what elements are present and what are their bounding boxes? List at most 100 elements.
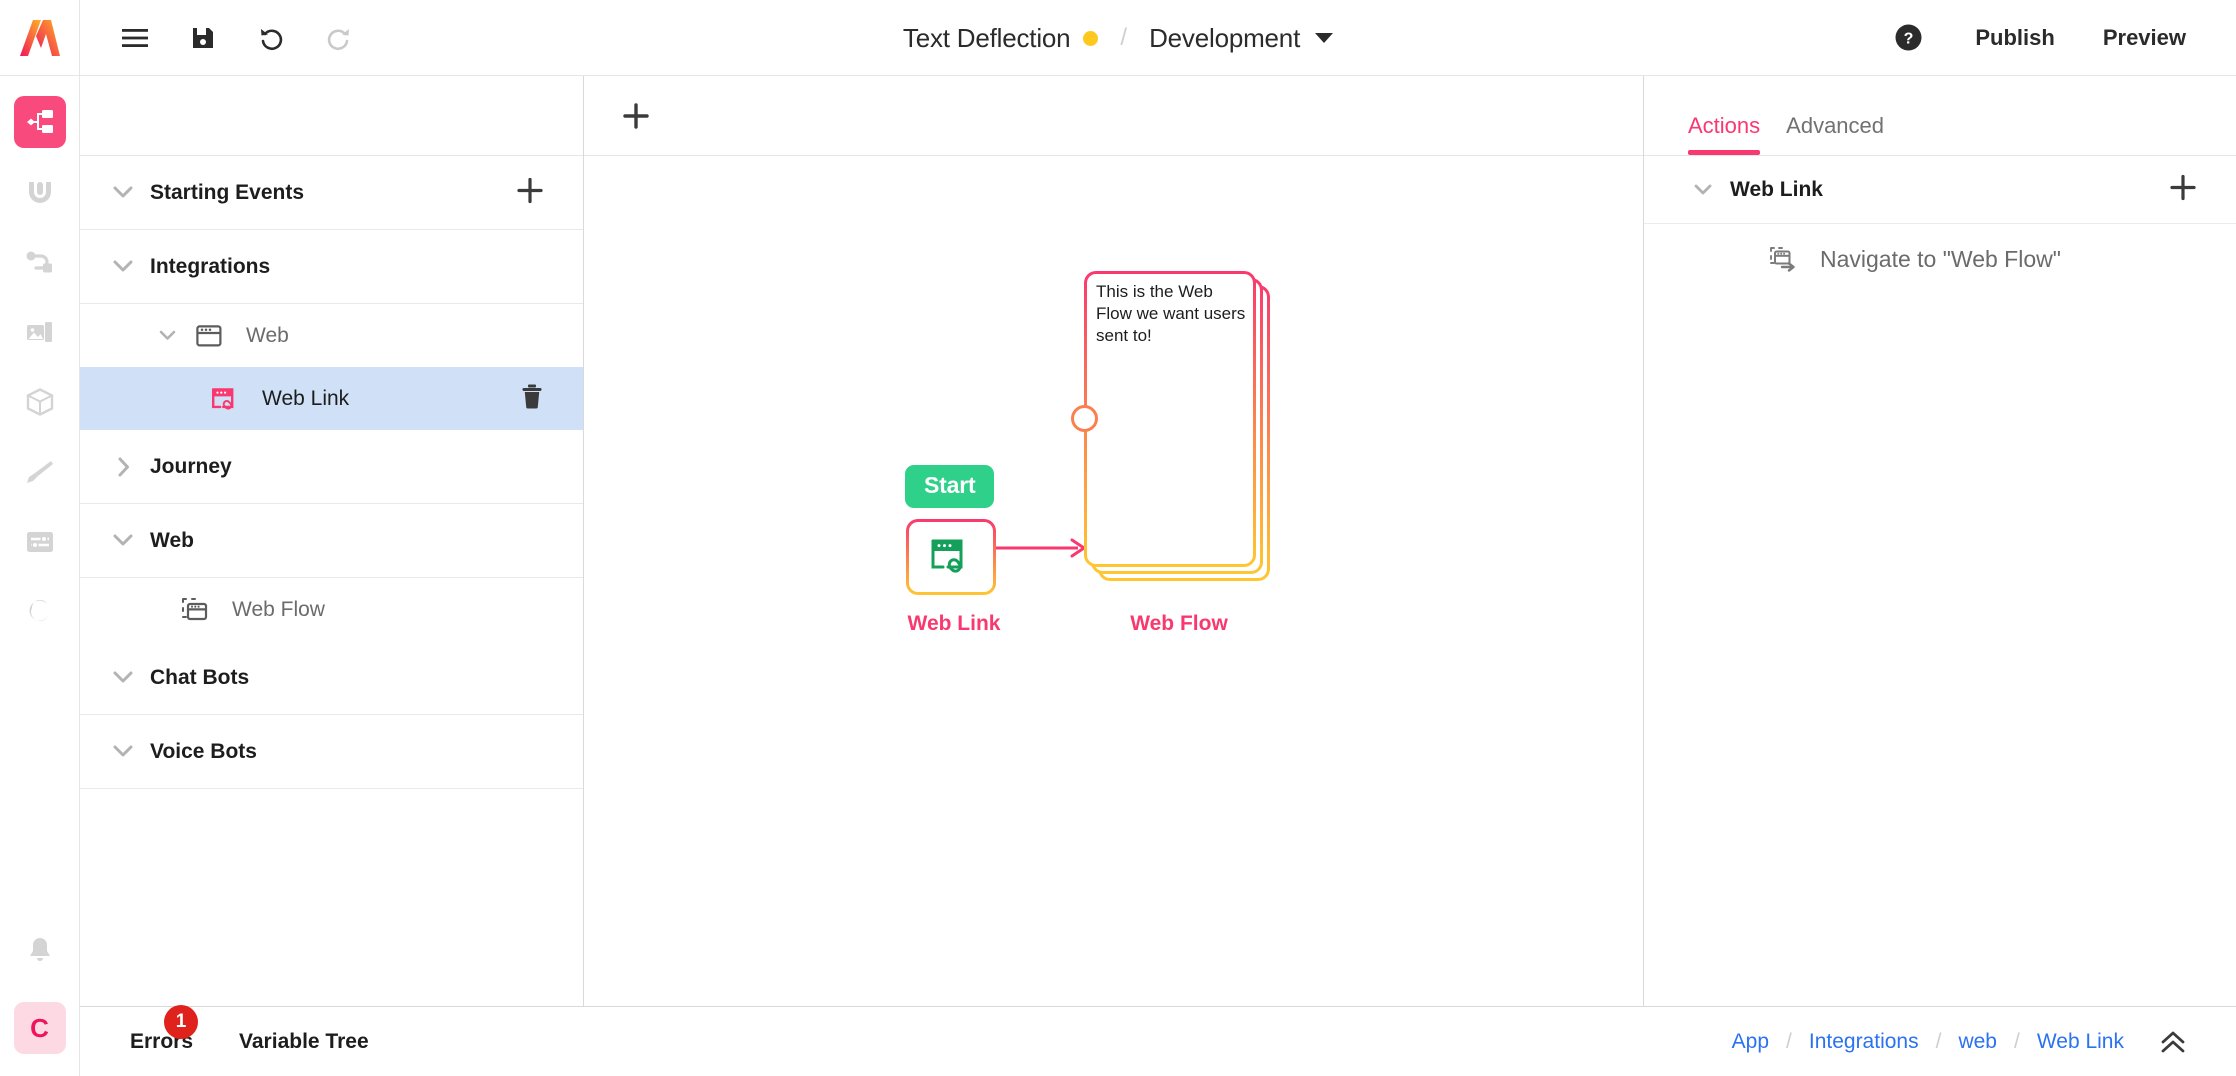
bottom-bar-tabs: Errors 1 Variable Tree: [130, 1004, 369, 1054]
theme-brush-icon[interactable]: [14, 446, 66, 498]
flow-builder-icon[interactable]: [13, 96, 66, 148]
navigator-tree[interactable]: Starting Events Integrations Web: [80, 156, 583, 1006]
breadcrumb-item-integrations[interactable]: Integrations: [1808, 1029, 1919, 1053]
web-link-icon: [210, 386, 240, 412]
chevron-down-icon: [152, 330, 182, 341]
tree-item-web-link[interactable]: Web Link: [80, 367, 583, 430]
bottom-bar: Errors 1 Variable Tree App / Integration…: [80, 1004, 2236, 1076]
errors-count-badge: 1: [164, 1004, 198, 1039]
publish-button[interactable]: Publish: [1975, 24, 2055, 50]
breadcrumb-item-app[interactable]: App: [1731, 1029, 1770, 1053]
tree-group-label: Starting Events: [150, 180, 305, 204]
tree-group-label: Chat Bots: [150, 665, 250, 689]
redo-icon[interactable]: [320, 19, 358, 57]
icon-rail: C: [0, 76, 80, 1076]
connection-port-circle[interactable]: [1071, 405, 1098, 432]
project-status-dot: [1083, 30, 1099, 46]
action-item-navigate[interactable]: Navigate to "Web Flow": [1644, 224, 2236, 294]
settings-sliders-icon[interactable]: [14, 516, 66, 568]
chevron-down-icon: [108, 186, 138, 199]
chevron-down-icon: [108, 260, 138, 273]
tree-group-journey[interactable]: Journey: [80, 430, 583, 504]
tree-item-label: Web Link: [262, 386, 350, 410]
navigate-to-flow-icon: [1768, 246, 1798, 272]
tree-group-voice-bots[interactable]: Voice Bots: [80, 715, 583, 789]
chevron-double-up-icon[interactable]: [2160, 1030, 2186, 1054]
tab-actions[interactable]: Actions: [1688, 113, 1761, 155]
tree-group-web[interactable]: Web: [80, 504, 583, 578]
action-item-label: Navigate to "Web Flow": [1820, 245, 2061, 272]
errors-tab[interactable]: Errors 1: [130, 1004, 198, 1054]
project-title-text: Text Deflection: [902, 22, 1071, 53]
tree-group-chat-bots[interactable]: Chat Bots: [80, 641, 583, 715]
notification-bell-icon[interactable]: [14, 924, 66, 976]
flow-canvas-panel: Start Web Link This is the Web Flow we w: [584, 76, 1644, 1006]
breadcrumb-separator: /: [1935, 1029, 1942, 1053]
tree-group-label: Web: [150, 528, 194, 552]
tree-item-label: Web Flow: [232, 597, 325, 621]
breadcrumb-item-web-link[interactable]: Web Link: [2036, 1029, 2124, 1053]
add-node-button[interactable]: [614, 94, 658, 138]
flow-canvas[interactable]: Start Web Link This is the Web Flow we w: [584, 156, 1643, 1006]
environment-selector[interactable]: Development: [1149, 22, 1334, 54]
tree-group-integrations[interactable]: Integrations: [80, 230, 583, 304]
components-icon[interactable]: [14, 376, 66, 428]
user-avatar[interactable]: C: [13, 1002, 66, 1054]
window-icon: [194, 324, 224, 348]
sync-icon[interactable]: [14, 586, 66, 638]
chevron-down-icon: [1688, 184, 1718, 196]
web-link-icon: [931, 539, 963, 573]
analytics-icon[interactable]: [14, 166, 66, 218]
project-title: Text Deflection: [903, 23, 1099, 54]
tree-item-web[interactable]: Web: [80, 304, 583, 367]
chevron-down-icon: [108, 534, 138, 547]
chevron-down-icon: [108, 671, 138, 684]
top-bar-actions: ? Publish Preview: [1889, 19, 2236, 57]
flow-node-web-flow-label: Web Flow: [1130, 612, 1228, 635]
flow-node-web-flow-stack[interactable]: This is the Web Flow we want users sent …: [1071, 271, 1274, 591]
tree-group-label: Journey: [150, 454, 232, 478]
app-logo[interactable]: [0, 0, 80, 76]
tree-item-web-flow[interactable]: Web Flow: [80, 578, 583, 641]
variable-tree-tab[interactable]: Variable Tree: [239, 1029, 369, 1053]
add-action-button[interactable]: [2170, 174, 2196, 205]
chevron-down-icon: [1315, 33, 1334, 43]
start-badge: Start: [905, 465, 995, 508]
svg-text:?: ?: [1903, 31, 1913, 48]
flow-card-note: This is the Web Flow we want users sent …: [1096, 282, 1246, 345]
flow-node-web-link-body: [909, 522, 993, 592]
tree-group-starting-events[interactable]: Starting Events: [80, 156, 583, 230]
chevron-down-icon: [108, 745, 138, 758]
hamburger-menu-icon[interactable]: [116, 19, 154, 57]
top-bar: Text Deflection / Development ? Publish …: [0, 0, 2236, 76]
tree-group-label: Voice Bots: [150, 739, 257, 763]
delete-web-link-button[interactable]: [521, 383, 543, 414]
top-bar-tools: [80, 19, 358, 57]
breadcrumb-separator: /: [1120, 24, 1128, 51]
breadcrumb-separator: /: [2013, 1029, 2020, 1053]
rail-bottom: C: [13, 924, 66, 1076]
chevron-right-icon: [108, 457, 138, 477]
canvas-toolbar: [584, 76, 1643, 156]
help-circle-icon[interactable]: ?: [1889, 19, 1927, 57]
preview-button[interactable]: Preview: [2102, 24, 2186, 50]
properties-tabs: Actions Advanced: [1644, 76, 2236, 156]
properties-panel: Actions Advanced Web Link Navigate to "W…: [1644, 76, 2236, 1006]
tree-item-label: Web: [246, 323, 289, 347]
flow-node-web-link[interactable]: [906, 519, 996, 595]
media-library-icon[interactable]: [14, 306, 66, 358]
flow-node-web-link-label: Web Link: [907, 612, 1001, 635]
properties-group-label: Web Link: [1730, 177, 1823, 201]
properties-group-web-link[interactable]: Web Link: [1644, 156, 2236, 224]
save-icon[interactable]: [184, 19, 222, 57]
flow-connector: [996, 538, 1086, 558]
project-breadcrumb: Text Deflection / Development: [0, 0, 2236, 76]
breadcrumb-item-web[interactable]: web: [1958, 1029, 1997, 1053]
add-starting-event-button[interactable]: [517, 177, 543, 208]
flow-card-front[interactable]: [1084, 271, 1256, 567]
undo-icon[interactable]: [252, 19, 290, 57]
navigator-panel: Starting Events Integrations Web: [80, 76, 584, 1006]
integrations-icon[interactable]: [14, 236, 66, 288]
environment-label: Development: [1149, 22, 1301, 53]
tab-advanced[interactable]: Advanced: [1786, 113, 1885, 138]
